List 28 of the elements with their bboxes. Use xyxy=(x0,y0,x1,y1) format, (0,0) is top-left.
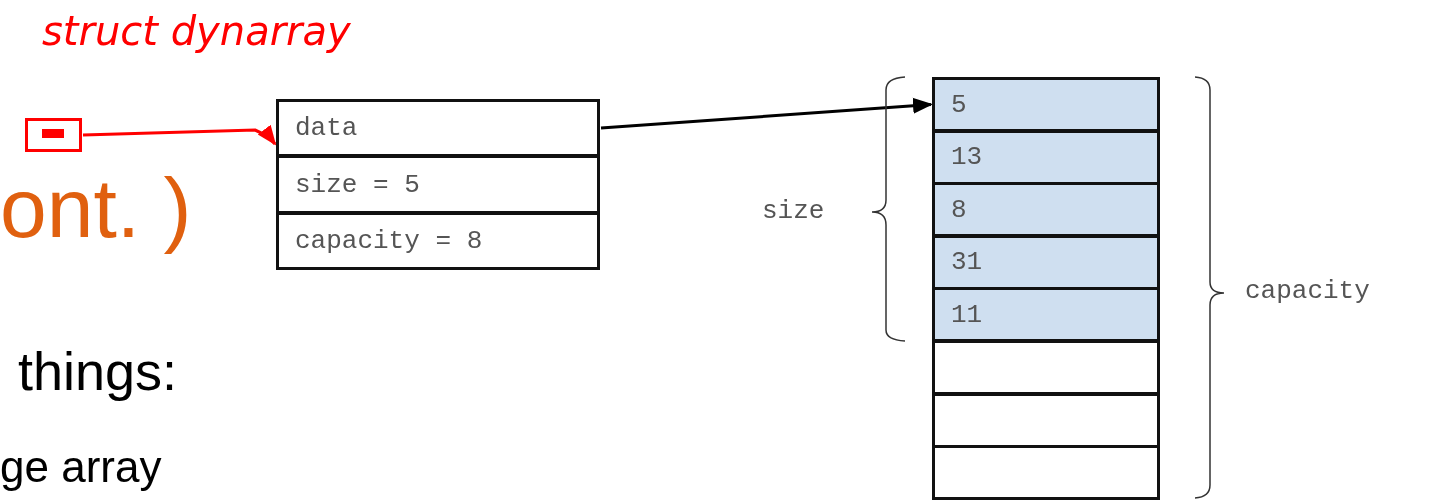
bracket-label: size xyxy=(762,196,825,226)
hand-drawn-box xyxy=(25,118,82,152)
field-text: capacity = 8 xyxy=(295,226,483,256)
array-cell xyxy=(932,340,1160,395)
struct-field xyxy=(276,99,600,157)
arrow xyxy=(600,97,933,130)
cell-value: 31 xyxy=(951,247,983,278)
struct-field xyxy=(276,212,600,270)
array-cell xyxy=(932,182,1160,238)
struct-field xyxy=(276,155,600,214)
array-cell xyxy=(932,234,1160,290)
cell-value: 11 xyxy=(951,299,983,330)
cell-value: 8 xyxy=(951,194,967,225)
array-cell xyxy=(932,287,1160,343)
array-cell xyxy=(932,77,1160,132)
cell-value: 5 xyxy=(951,89,967,120)
slide-text: ge array xyxy=(0,442,162,492)
slide-text: things: xyxy=(18,340,178,402)
field-text: size = 5 xyxy=(295,169,420,200)
slide-title: ont. ) xyxy=(0,160,192,257)
handwritten-note: struct dynarray xyxy=(42,8,351,54)
bracket-label: capacity xyxy=(1245,276,1370,306)
field-text: data xyxy=(295,113,358,143)
cell-value: 13 xyxy=(951,142,983,173)
arrow xyxy=(82,124,277,146)
array-cell xyxy=(932,129,1160,185)
array-cell xyxy=(932,445,1160,501)
array-cell xyxy=(932,392,1160,448)
